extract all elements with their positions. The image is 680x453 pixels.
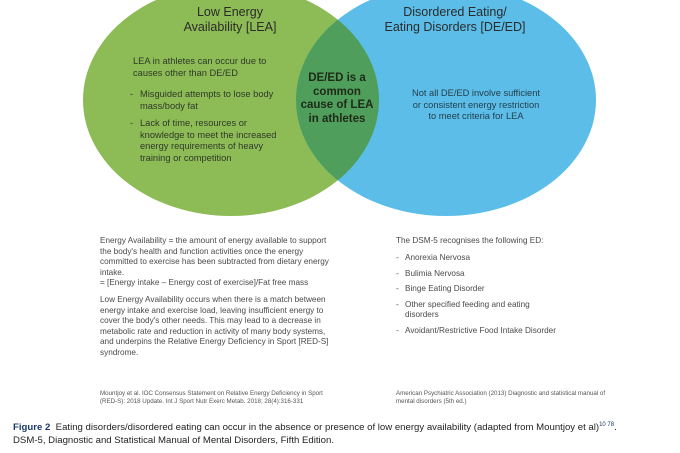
deed-circle-title: Disordered Eating/ Eating Disorders [DE/… bbox=[384, 5, 526, 34]
right-reference: American Psychiatric Association (2013) … bbox=[396, 390, 606, 405]
lea-cause-item: Lack of time, resources or knowledge to … bbox=[130, 118, 278, 164]
dsm-disorder-item: Binge Eating Disorder bbox=[396, 284, 556, 295]
caption-text: Eating disorders/disordered eating can o… bbox=[55, 422, 600, 434]
figure-label: Figure 2 bbox=[13, 422, 51, 434]
overlap-text: DE/ED is a common cause of LEA in athlet… bbox=[300, 72, 374, 125]
lea-explanation-para: Low Energy Availability occurs when ther… bbox=[100, 294, 329, 357]
lea-circle-title: Low Energy Availability [LEA] bbox=[183, 5, 277, 34]
lea-causes-list: Misguided attempts to lose body mass/bod… bbox=[130, 89, 278, 170]
caption-end: . bbox=[614, 422, 617, 434]
dsm-disorder-item: Other specified feeding and eating disor… bbox=[396, 300, 556, 321]
lea-cause-item: Misguided attempts to lose body mass/bod… bbox=[130, 89, 278, 112]
caption-refs: 10 78 bbox=[599, 422, 615, 428]
dsm-disorder-item: Avoidant/Restrictive Food Intake Disorde… bbox=[396, 326, 556, 337]
left-reference: Mountjoy et al. IOC Consensus Statement … bbox=[100, 390, 323, 405]
caption-line2: DSM-5, Diagnostic and Statistical Manual… bbox=[13, 434, 334, 446]
deed-text: Not all DE/ED involve sufficient or cons… bbox=[412, 88, 540, 121]
lea-intro-text: LEA in athletes can occur due to causes … bbox=[133, 56, 267, 78]
dsm-disorder-list: Anorexia Nervosa Bulimia Nervosa Binge E… bbox=[396, 253, 556, 342]
deed-circle bbox=[296, 0, 596, 216]
figure-caption: Figure 2 Eating disorders/disordered eat… bbox=[13, 419, 673, 447]
dsm-heading: The DSM-5 recognises the following ED: bbox=[396, 236, 544, 245]
ea-formula: = [Energy intake – Energy cost of exerci… bbox=[100, 278, 309, 288]
dsm-disorder-item: Anorexia Nervosa bbox=[396, 253, 556, 264]
energy-availability-definition: Energy Availability = the amount of ener… bbox=[100, 236, 338, 359]
dsm-disorder-item: Bulimia Nervosa bbox=[396, 269, 556, 280]
ea-definition-para: Energy Availability = the amount of ener… bbox=[100, 236, 329, 277]
